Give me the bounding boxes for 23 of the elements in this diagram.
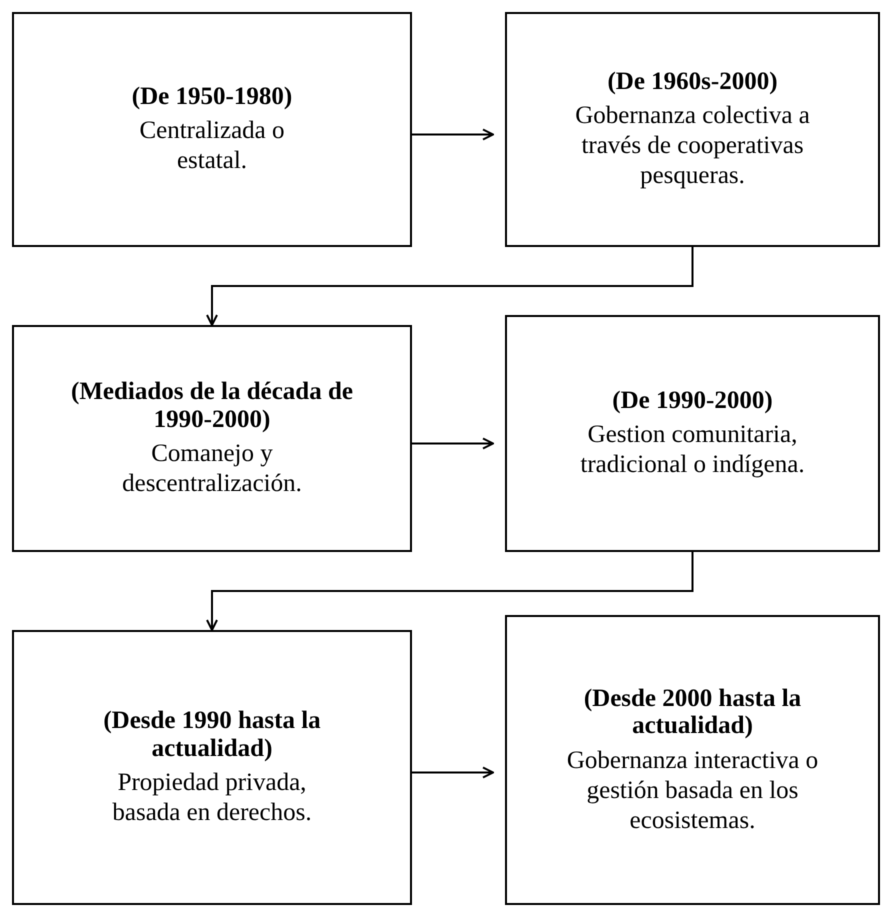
period-heading: (Mediados de la década de 1990-2000) [70,378,354,433]
process-box [505,615,880,905]
description-text: Gobernanza interactiva o gestión basada en los ecosistemas. [566,746,820,836]
description-text: Comanejo y descentralización. [121,439,303,499]
period-heading: (De 1990-2000) [612,386,773,414]
description-text: Gestion comunitaria, tradicional o indígena. [579,420,806,480]
process-box [12,12,412,247]
process-box [505,315,880,552]
period-heading: (Desde 2000 hasta la actualidad) [582,684,802,740]
process-box [12,325,412,552]
process-box [12,630,412,905]
arrow [412,438,494,450]
process-box [505,12,880,247]
arrow [412,766,494,778]
description-text: Gobernanza colectiva a través de cooperativas pesqueras. [574,101,811,192]
description-text: Propiedad privada, basada en derechos. [111,768,313,828]
period-heading: (De 1960s-2000) [607,68,778,96]
arrow [206,552,694,631]
arrow [412,128,494,140]
period-heading: (Desde 1990 hasta la actualidad) [102,707,322,762]
period-heading: (De 1950-1980) [132,82,292,110]
arrow [206,247,694,326]
description-text: Centralizada o estatal. [138,116,286,176]
